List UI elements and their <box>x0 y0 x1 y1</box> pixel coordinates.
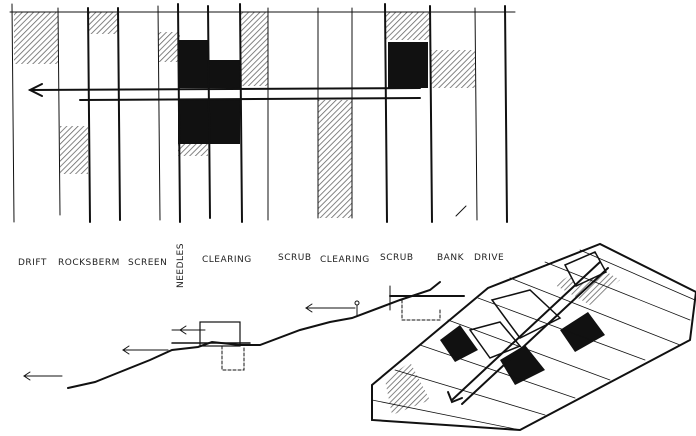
hatch-block <box>385 12 430 40</box>
label-berm: BERM <box>92 258 120 268</box>
hatch-block <box>88 12 118 34</box>
black-block <box>388 42 428 88</box>
hatch-block <box>430 50 475 88</box>
label-clearing-2: CLEARING <box>320 255 370 265</box>
hatch-block <box>158 32 180 62</box>
label-rocks: ROCKS <box>58 258 92 268</box>
label-scrub-1: SCRUB <box>278 253 312 263</box>
hatch-block <box>14 12 58 64</box>
label-screen: SCREEN <box>128 258 167 268</box>
axonometric-view <box>371 242 696 432</box>
label-needles: NEEDLES <box>176 243 186 288</box>
label-scrub-2: SCRUB <box>380 253 414 263</box>
black-block <box>208 60 240 88</box>
label-bank: BANK <box>437 253 465 263</box>
site-plan <box>9 3 516 223</box>
label-clearing-1: CLEARING <box>202 255 252 265</box>
zone-labels: DRIFT ROCKS BERM SCREEN NEEDLES CLEARING… <box>18 243 504 288</box>
black-block <box>178 40 208 88</box>
hatch-block <box>240 12 268 86</box>
label-drive: DRIVE <box>474 253 504 263</box>
hatch-block <box>318 100 352 218</box>
site-section <box>23 281 465 389</box>
hatch-block <box>60 126 88 174</box>
label-drift: DRIFT <box>18 258 47 268</box>
